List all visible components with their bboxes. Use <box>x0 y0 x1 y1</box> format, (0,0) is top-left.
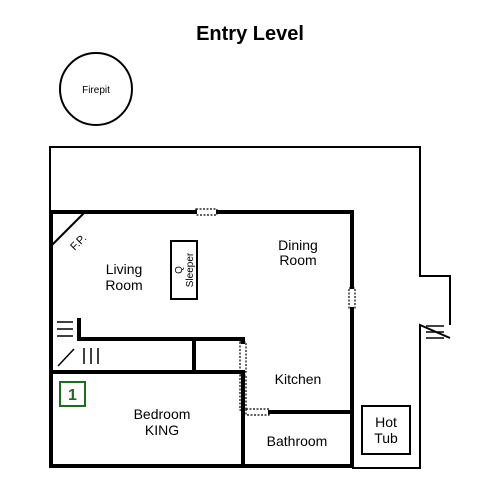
building-walls <box>49 210 354 468</box>
plan-title: Entry Level <box>196 23 304 45</box>
deck-outline <box>49 146 451 325</box>
firepit-label: Firepit <box>82 85 110 96</box>
front-door <box>195 208 218 216</box>
dining-label-2: Room <box>279 252 316 268</box>
bedroom-label-2: KING <box>145 422 179 438</box>
fireplace-label: F.P. <box>68 232 89 253</box>
hall-door <box>239 341 247 373</box>
hottub-label-1: Hot <box>375 414 397 430</box>
living-label-2: Room <box>105 277 142 293</box>
firepit: Firepit <box>59 52 133 126</box>
bedroom-number-badge: 1 <box>59 381 86 407</box>
hot-tub: Hot Tub <box>361 405 411 455</box>
door-markers <box>195 208 356 416</box>
bathroom-label: Bathroom <box>267 433 328 449</box>
hottub-label-2: Tub <box>374 430 398 446</box>
sleeper-label-q: Q <box>174 266 185 274</box>
side-door <box>348 287 356 309</box>
bedroom-door <box>239 374 247 411</box>
sleeper-sofa: Q Sleeper <box>170 240 198 300</box>
dining-label-1: Dining <box>278 237 318 253</box>
room-bedroom: Bedroom KING <box>134 406 191 438</box>
deck-stairs <box>426 325 444 339</box>
interior-stairs <box>57 321 99 367</box>
kitchen-label: Kitchen <box>275 371 322 387</box>
bathroom-door <box>245 408 270 416</box>
sleeper-label: Sleeper <box>185 252 196 287</box>
deck-outline-lower <box>352 323 451 469</box>
bedroom-label-1: Bedroom <box>134 406 191 422</box>
fireplace: F.P. <box>50 211 89 253</box>
room-living: Living Room <box>105 261 142 293</box>
room-dining: Dining Room <box>278 237 318 268</box>
living-label-1: Living <box>106 261 143 277</box>
bedroom-number: 1 <box>68 387 77 404</box>
